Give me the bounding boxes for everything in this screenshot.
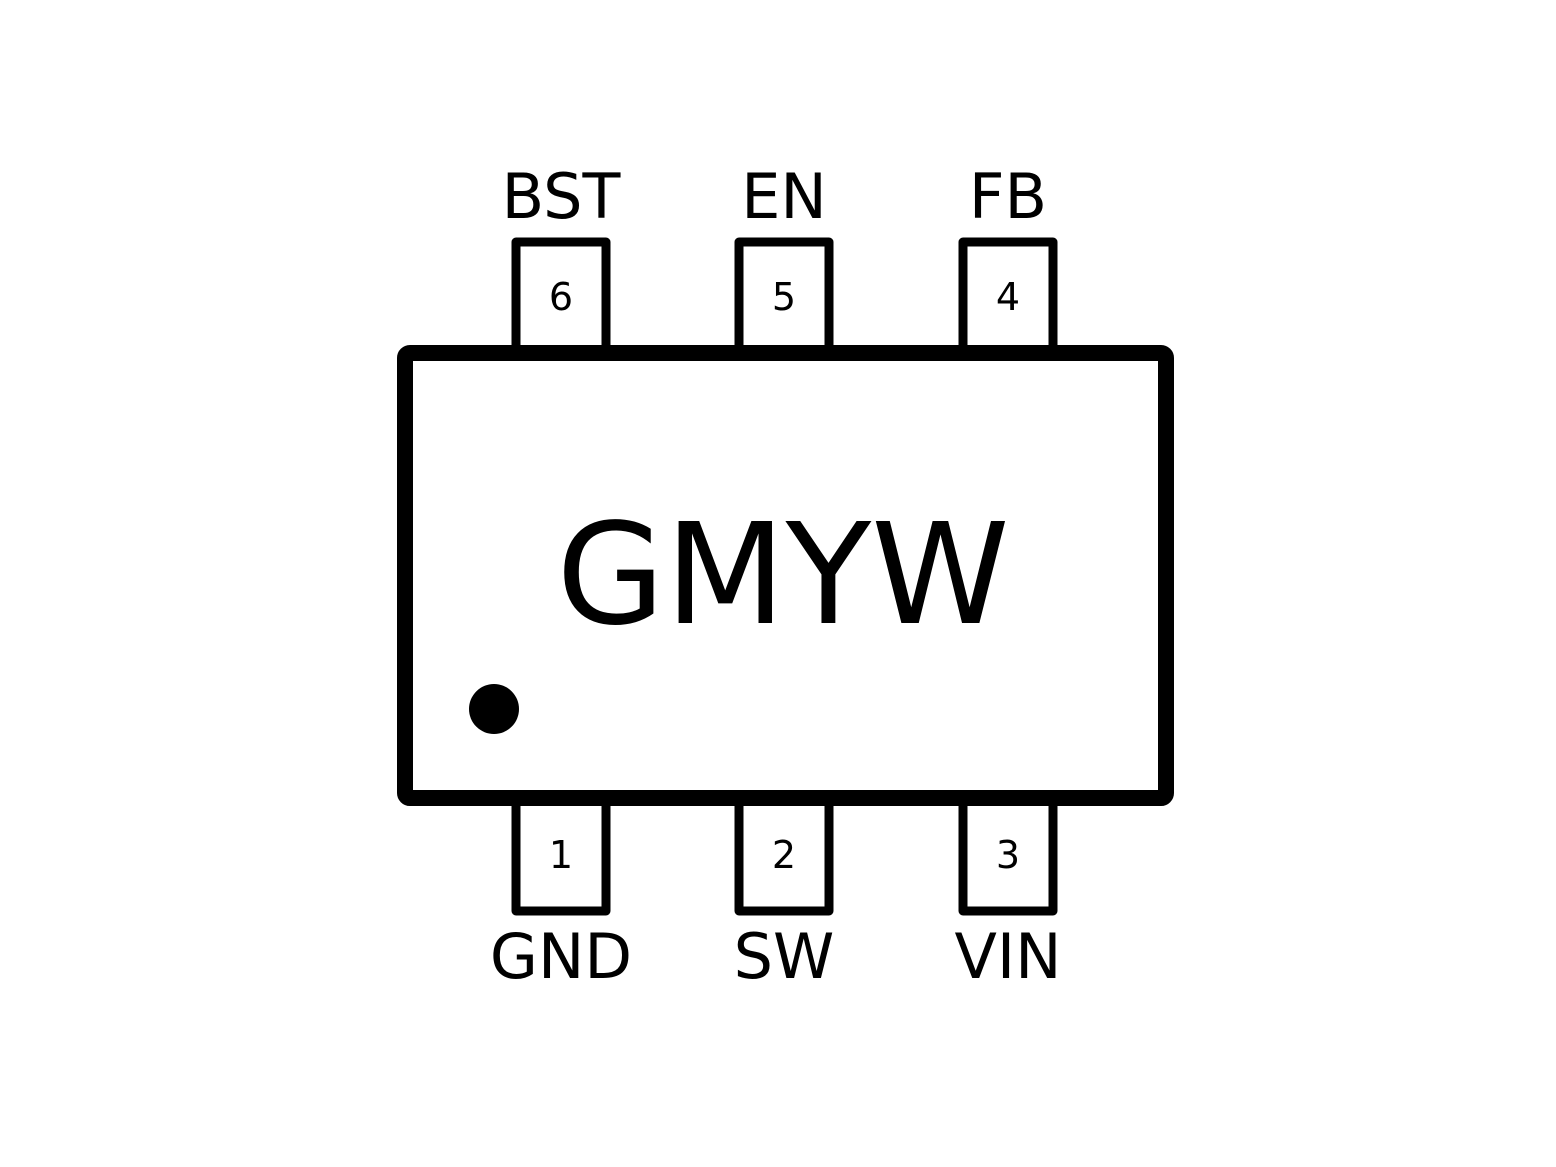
pin-1-number: 1 (549, 833, 573, 877)
pin-5-number: 5 (772, 275, 796, 319)
package-body: GMYW (397, 345, 1174, 806)
package-outline (397, 345, 1174, 806)
pin-1-lead (511, 789, 611, 916)
pin-3-name: VIN (954, 920, 1061, 993)
pin-4-name: FB (969, 160, 1047, 233)
pin1-indicator-dot (469, 684, 519, 734)
pin-2-number: 2 (772, 833, 796, 877)
package-marking: GMYW (556, 494, 1009, 657)
pin-1-name: GND (490, 920, 632, 993)
pin-2-name: SW (734, 920, 835, 993)
pin-3-lead (958, 789, 1058, 916)
pin-6: 6 BST (502, 160, 622, 359)
pin-1: 1 GND (490, 789, 632, 993)
pin-4-number: 4 (996, 275, 1020, 319)
pin-3: 3 VIN (954, 789, 1062, 993)
pin-5: 5 EN (734, 160, 834, 359)
pin-6-number: 6 (549, 275, 573, 319)
pin-6-name: BST (502, 160, 622, 233)
pin-5-name: EN (741, 160, 827, 233)
pin-4: 4 FB (958, 160, 1058, 359)
pin-3-number: 3 (996, 833, 1020, 877)
pin-2: 2 SW (734, 789, 835, 993)
